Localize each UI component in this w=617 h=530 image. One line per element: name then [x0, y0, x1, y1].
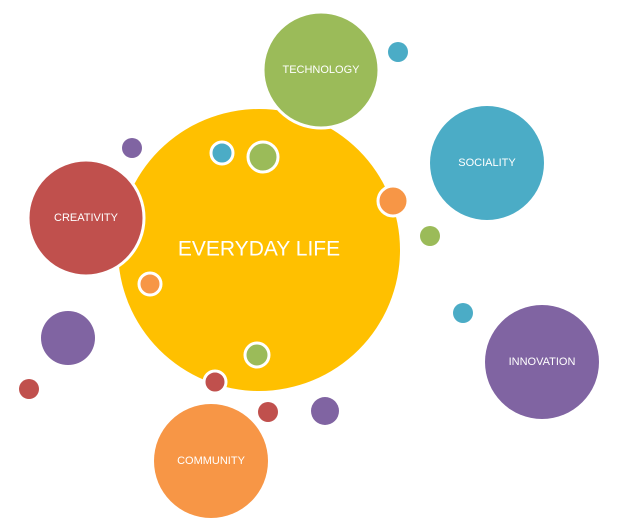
dot-purple: [311, 397, 339, 425]
node-circle: [26, 158, 146, 278]
dot-teal: [388, 42, 408, 62]
dot-purple: [41, 311, 95, 365]
dot-orange: [137, 271, 163, 297]
node-community: COMMUNITY: [154, 404, 268, 518]
dot-red: [19, 379, 39, 399]
node-label: SOCIALITY: [458, 157, 516, 169]
node-label: TECHNOLOGY: [282, 64, 360, 76]
center-label: EVERYDAY LIFE: [178, 238, 340, 261]
dot-green: [243, 341, 271, 369]
dot-green: [246, 140, 280, 174]
node-circle: [154, 404, 268, 518]
dot-red: [202, 369, 228, 395]
dot-green: [420, 226, 440, 246]
node-creativity: CREATIVITY: [26, 158, 146, 278]
node-innovation: INNOVATION: [485, 305, 599, 419]
node-technology: TECHNOLOGY: [261, 10, 381, 130]
node-sociality: SOCIALITY: [430, 106, 544, 220]
dot-purple: [122, 138, 142, 158]
node-label: INNOVATION: [509, 356, 576, 368]
dot-red: [258, 402, 278, 422]
node-label: CREATIVITY: [54, 212, 119, 224]
dot-teal: [453, 303, 473, 323]
center-circle: [118, 109, 400, 391]
dot-orange: [376, 184, 410, 218]
dot-teal: [209, 140, 235, 166]
node-circle: [485, 305, 599, 419]
node-circle: [430, 106, 544, 220]
node-circle: [261, 10, 381, 130]
node-label: COMMUNITY: [177, 455, 245, 467]
